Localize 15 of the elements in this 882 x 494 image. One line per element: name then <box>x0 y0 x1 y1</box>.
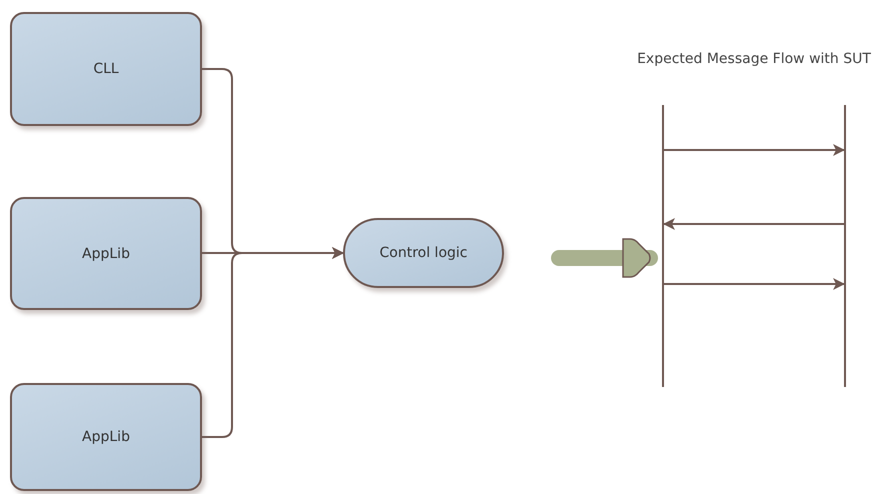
node-label: AppLib <box>81 429 131 445</box>
process-box <box>10 383 202 491</box>
terminal-shape <box>343 218 504 288</box>
process-box <box>10 197 202 310</box>
arrow <box>663 218 844 230</box>
diagram-title: Expected Message Flow with SUT <box>636 50 872 69</box>
process-box <box>10 12 202 126</box>
node-label: CLL <box>92 61 120 77</box>
arrow <box>664 144 845 156</box>
node-label: AppLib <box>81 246 131 262</box>
node-label: Control logic <box>378 245 468 261</box>
lifeline <box>844 105 846 387</box>
arrow <box>202 247 344 438</box>
lifeline <box>662 105 664 387</box>
arrow <box>664 278 845 290</box>
